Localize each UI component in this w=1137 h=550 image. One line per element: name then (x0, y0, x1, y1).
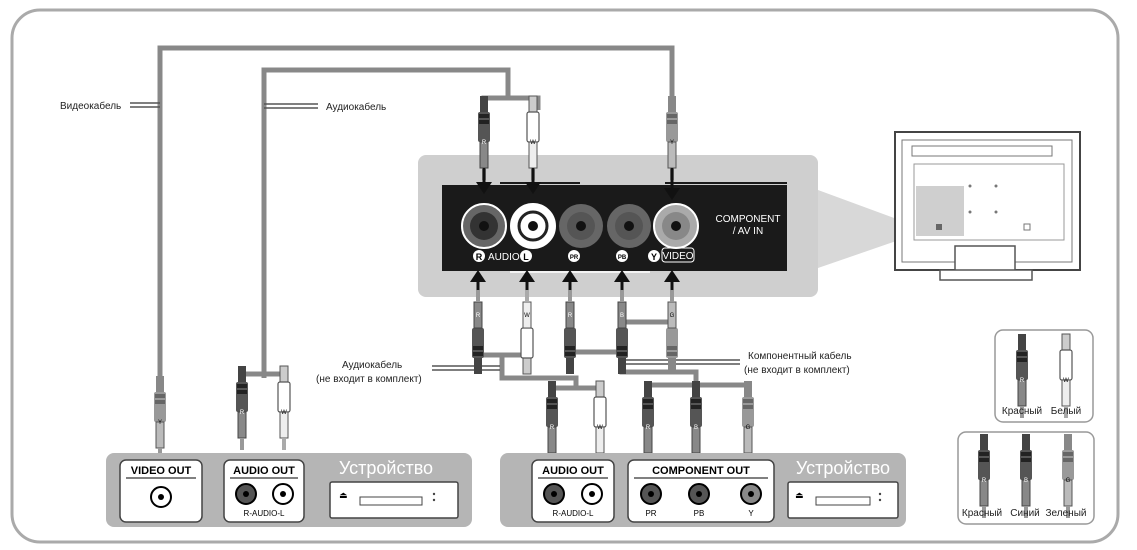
plug-letter-tv-pb: B (620, 313, 624, 319)
device-right-label: Устройство (796, 458, 890, 478)
video-out-title: VIDEO OUT (131, 465, 192, 477)
plug-letter-dev-pr: R (646, 425, 651, 431)
comp-label-pr: PR (645, 509, 656, 518)
device-left-label: Устройство (339, 458, 433, 478)
plug-letter-top-w: W (530, 140, 536, 146)
label-video-cable: Видеокабель (60, 100, 121, 112)
svg-text:⏏: ⏏ (795, 490, 804, 500)
plug-letter-tv-g: G (670, 313, 675, 319)
legend-comp-red: Красный (962, 508, 1002, 519)
legend-letter-cr: R (982, 478, 987, 484)
tv-label-pb: PB (618, 255, 627, 261)
legend-letter-cb: B (1024, 478, 1028, 484)
label-audio-cable-mid-2: (не входит в комплект) (316, 374, 422, 385)
tv-label-pr: PR (570, 255, 579, 261)
tv-label-r: R (476, 252, 483, 262)
tv-input-title-1: COMPONENT (716, 214, 781, 225)
leader-lines (130, 102, 740, 371)
plug-letter-dev-pb: B (694, 425, 698, 431)
plug-letter-top-r: R (482, 140, 487, 146)
comp-label-pb: PB (694, 509, 705, 518)
legend-audio-white: Белый (1051, 406, 1081, 417)
tv-jacks (461, 203, 699, 249)
audio-out-title-left: AUDIO OUT (233, 465, 295, 477)
legend-letter-w: W (1063, 378, 1069, 384)
audio-out-sub-right: R-AUDIO-L (553, 509, 594, 518)
top-arrows (476, 168, 680, 200)
zoom-wedge (818, 190, 905, 268)
audio-out-title-right: AUDIO OUT (542, 465, 604, 477)
plug-letter-dev-w1: W (281, 410, 287, 416)
component-out-title: COMPONENT OUT (652, 465, 750, 477)
tv-label-l: L (523, 252, 529, 262)
svg-text:⏏: ⏏ (339, 490, 348, 500)
plug-letter-dev-r1: R (240, 410, 245, 416)
audio-out-box-left (223, 459, 305, 523)
legend-letter-r: R (1020, 378, 1025, 384)
tv-illustration (894, 131, 1081, 281)
comp-label-y: Y (748, 509, 754, 518)
legend-letter-cg: G (1066, 478, 1071, 484)
plug-letter-tv-pr: R (568, 313, 573, 319)
plug-letter-dev-y: Y (158, 420, 162, 426)
plug-letter-dev-r2: R (550, 425, 555, 431)
label-audio-cable-top: Аудиокабель (326, 101, 386, 113)
label-component-cable-1: Компонентный кабель (748, 350, 852, 362)
audio-out-sub-left: R-AUDIO-L (244, 509, 285, 518)
tv-label-audio: AUDIO (488, 252, 520, 263)
audio-out-box-right (531, 459, 615, 523)
label-audio-cable-mid-1: Аудиокабель (342, 359, 402, 371)
plug-letter-dev-w2: W (597, 425, 603, 431)
legend-comp-green: Зеленый (1046, 508, 1087, 519)
plug-letter-tv-r: R (476, 313, 481, 319)
tv-label-y: Y (651, 252, 657, 262)
tv-input-title-2: / AV IN (733, 226, 763, 237)
tv-label-video: VIDEO (662, 251, 693, 262)
legend-comp-blue: Синий (1010, 508, 1040, 519)
legend-audio-red: Красный (1002, 406, 1042, 417)
label-component-cable-2: (не входит в комплект) (744, 365, 850, 376)
plug-letter-tv-w: W (524, 313, 530, 319)
plug-letter-dev-g: G (746, 425, 751, 431)
plug-letter-top-y: Y (670, 140, 674, 146)
